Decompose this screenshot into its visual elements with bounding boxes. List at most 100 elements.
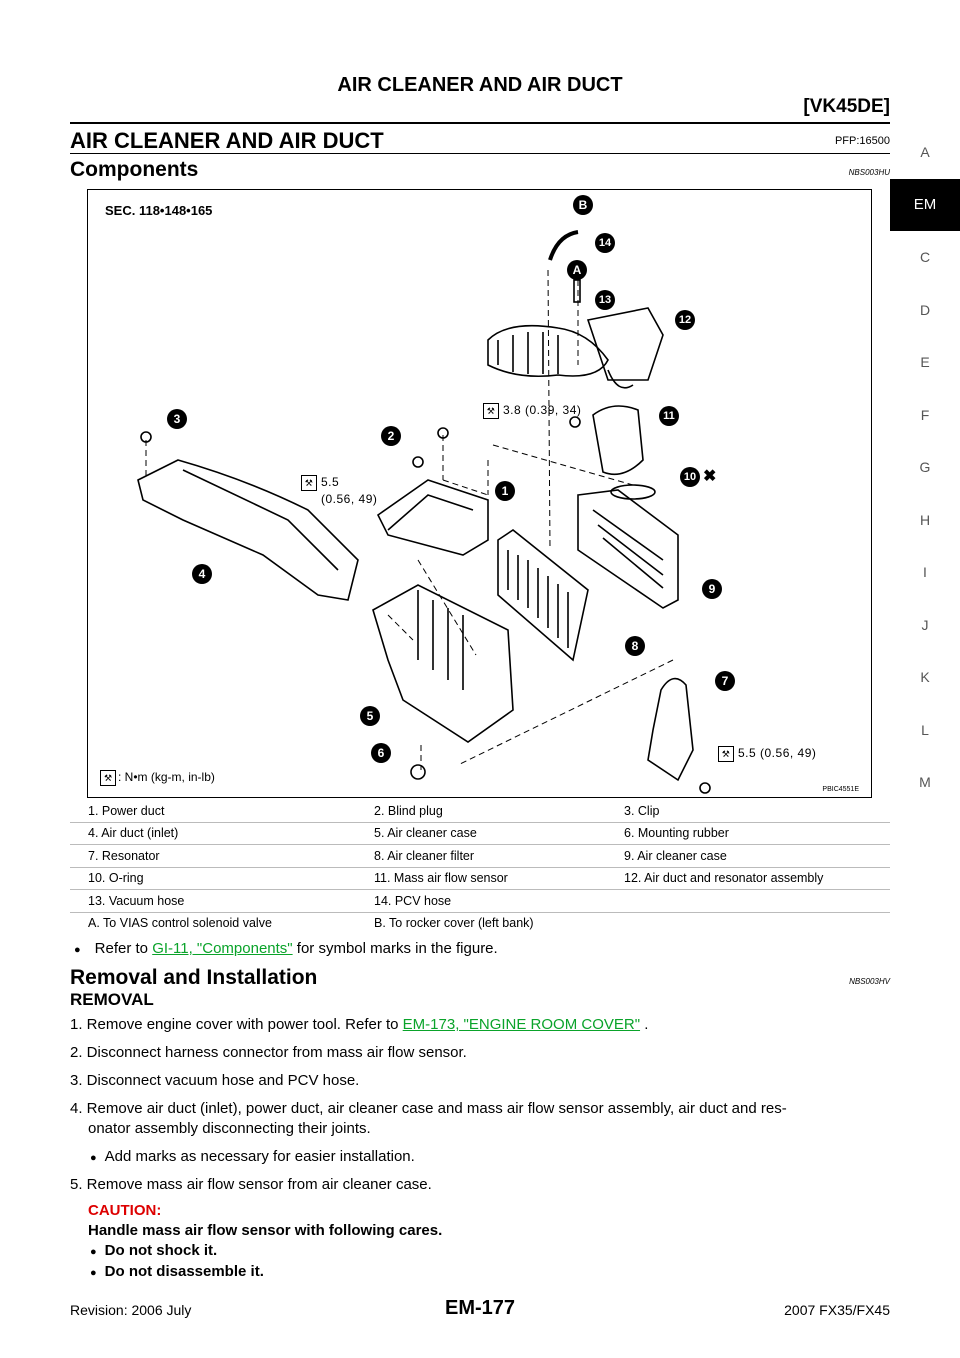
torque-value-duct: 5.5 xyxy=(321,475,340,489)
callout-11-label: 11 xyxy=(659,406,679,426)
running-header-title: AIR CLEANER AND AIR DUCT xyxy=(337,74,623,96)
caution-text: Handle mass air flow sensor with followi… xyxy=(88,1222,443,1239)
table-cell: 1. Power duct xyxy=(88,803,165,818)
tab-j[interactable]: J xyxy=(921,616,929,633)
callout-1-label: 1 xyxy=(495,481,515,501)
table-cell: 9. Air cleaner case xyxy=(624,848,727,863)
bullet-icon: ● xyxy=(90,1152,97,1164)
removal-code: NBS003HV xyxy=(849,977,890,986)
table-cell: 14. PCV hose xyxy=(374,893,452,908)
tab-d[interactable]: D xyxy=(919,301,931,318)
components-code: NBS003HU xyxy=(848,168,890,177)
table-row: 10. O-ring 11. Mass air flow sensor 12. … xyxy=(70,867,890,890)
callout-a-label: A xyxy=(567,260,587,280)
torque-wrench-icon: ⚒ xyxy=(301,474,317,491)
figure-section-label: SEC. 118•148•165 xyxy=(105,203,213,218)
refer-pre: Refer to xyxy=(94,940,153,957)
parts-table: 1. Power duct 2. Blind plug 3. Clip 4. A… xyxy=(70,800,890,934)
footer-page-number: EM-177 xyxy=(444,1297,516,1319)
tab-f[interactable]: F xyxy=(920,406,930,423)
callout-7: 7 xyxy=(715,671,735,691)
table-cell: 3. Clip xyxy=(624,803,660,818)
torque-value-duct-units: (0.56, 49) xyxy=(321,491,378,506)
callout-14: 14 xyxy=(595,233,615,253)
callout-11: 11 xyxy=(659,406,679,426)
footer-model: 2007 FX35/FX45 xyxy=(784,1302,890,1318)
table-cell xyxy=(606,890,890,913)
callout-12: 12 xyxy=(675,310,695,330)
table-row: 4. Air duct (inlet) 5. Air cleaner case … xyxy=(70,822,890,845)
refer-link[interactable]: GI-11, "Components" xyxy=(152,940,293,957)
tab-m[interactable]: M xyxy=(919,774,931,790)
callout-4: 4 xyxy=(192,564,212,584)
caution-bullet-2-text: Do not disassemble it. xyxy=(104,1263,264,1280)
step-1-link[interactable]: EM-173, "ENGINE ROOM COVER" xyxy=(402,1016,641,1033)
table-row: A. To VIAS control solenoid valve B. To … xyxy=(70,912,890,934)
callout-6: 6 xyxy=(371,743,391,763)
refer-note: ●Refer to GI-11, "Components" for symbol… xyxy=(70,940,498,957)
tab-a[interactable]: A xyxy=(920,144,930,160)
table-cell: 5. Air cleaner case xyxy=(374,826,477,841)
callout-10: 10 xyxy=(680,467,700,487)
callout-12-label: 12 xyxy=(675,310,695,330)
section-rule xyxy=(70,153,890,154)
step-2: 2. Disconnect harness connector from mas… xyxy=(70,1044,467,1061)
caution-bullet-1: ● Do not shock it. xyxy=(90,1242,217,1259)
section-title: AIR CLEANER AND AIR DUCT xyxy=(70,128,384,153)
callout-5: 5 xyxy=(360,706,380,726)
section-pfp: PFP:16500 xyxy=(834,135,890,147)
callout-2: 2 xyxy=(381,426,401,446)
table-row: 7. Resonator 8. Air cleaner filter 9. Ai… xyxy=(70,845,890,867)
callout-2-label: 2 xyxy=(381,426,401,446)
table-cell: 12. Air duct and resonator assembly xyxy=(624,871,824,886)
callout-b: B xyxy=(573,195,593,215)
step-4-cont: onator assembly disconnecting their join… xyxy=(88,1120,371,1137)
tab-g[interactable]: G xyxy=(919,459,931,475)
replace-part-icon: ✖ xyxy=(703,468,717,485)
table-row: 13. Vacuum hose 14. PCV hose xyxy=(70,890,890,913)
callout-14-label: 14 xyxy=(595,233,615,253)
tab-h[interactable]: H xyxy=(919,511,931,528)
caution-bullet-1-text: Do not shock it. xyxy=(104,1242,218,1259)
bullet-icon: ● xyxy=(90,1267,97,1279)
table-cell: 11. Mass air flow sensor xyxy=(374,871,508,886)
footer-revision: Revision: 2006 July xyxy=(70,1302,192,1318)
header-rule xyxy=(70,122,890,124)
callout-5-label: 5 xyxy=(360,706,380,726)
step-1-text: 1. Remove engine cover with power tool. … xyxy=(70,1016,403,1033)
step-3: 3. Disconnect vacuum hose and PCV hose. xyxy=(70,1072,360,1089)
caution-label: CAUTION: xyxy=(88,1202,162,1219)
callout-4-label: 4 xyxy=(192,564,212,584)
callout-b-label: B xyxy=(573,195,593,215)
table-cell: 6. Mounting rubber xyxy=(624,826,729,841)
callout-7-label: 7 xyxy=(715,671,735,691)
tab-em[interactable]: EM xyxy=(890,178,960,231)
torque-spec-duct: ⚒ 5.5 (0.56, 49) xyxy=(301,474,377,507)
step-1-post: . xyxy=(640,1016,649,1033)
caution-bullet-2: ● Do not disassemble it. xyxy=(90,1263,264,1280)
table-row: 1. Power duct 2. Blind plug 3. Clip xyxy=(70,800,890,822)
tab-c[interactable]: C xyxy=(919,249,931,265)
torque-wrench-icon: ⚒ xyxy=(718,746,734,762)
torque-spec-resonator: ⚒5.5 (0.56, 49) xyxy=(718,746,816,762)
table-cell: 4. Air duct (inlet) xyxy=(88,826,179,841)
table-cell: A. To VIAS control solenoid valve xyxy=(88,916,272,931)
table-cell: B. To rocker cover (left bank) xyxy=(374,916,534,931)
bullet-icon: ● xyxy=(90,1246,97,1258)
callout-6-label: 6 xyxy=(371,743,391,763)
table-cell: 10. O-ring xyxy=(88,871,144,886)
step-5: 5. Remove mass air flow sensor from air … xyxy=(70,1176,432,1193)
components-figure: SEC. 118•148•165 1 2 3 4 5 6 7 8 9 10 ✖ … xyxy=(87,189,872,798)
step-4: 4. Remove air duct (inlet), power duct, … xyxy=(70,1100,787,1117)
tab-i[interactable]: I xyxy=(923,564,927,580)
callout-13: 13 xyxy=(595,290,615,310)
table-cell: 2. Blind plug xyxy=(374,803,443,818)
removal-subheading: REMOVAL xyxy=(70,990,154,1009)
tab-e[interactable]: E xyxy=(920,354,930,370)
callout-9-label: 9 xyxy=(702,579,722,599)
tab-l[interactable]: L xyxy=(921,721,929,738)
callout-3-label: 3 xyxy=(167,409,187,429)
step-4-bullet-text: Add marks as necessary for easier instal… xyxy=(104,1148,415,1165)
refer-post: for symbol marks in the figure. xyxy=(292,940,498,957)
tab-k[interactable]: K xyxy=(920,669,930,685)
